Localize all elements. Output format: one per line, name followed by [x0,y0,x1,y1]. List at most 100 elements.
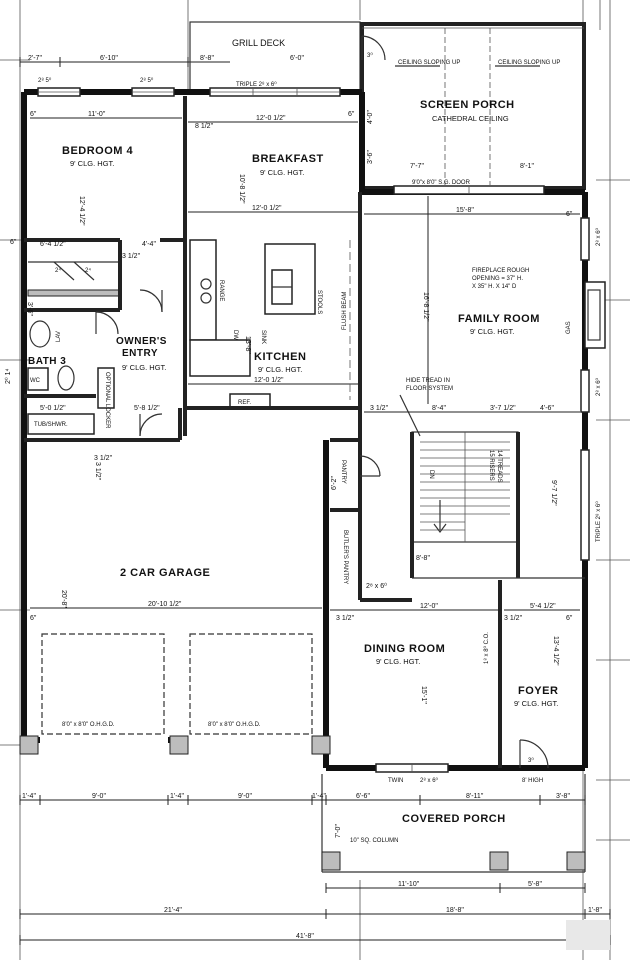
flush-beam-label: FLUSH BEAM [342,292,348,330]
bath-3-label: BATH 3 [28,356,66,367]
dim-6-0-deck: 6'-0" [290,55,304,62]
dim-2-7: 2'-7" [28,55,42,62]
screen-porch-label: SCREEN PORCH [420,99,515,111]
dim-2-1-4: 2⁰ 1⁴ [4,368,12,384]
top-dimensions: 2'-7" 6'-10" 8'-8" 6'-0" 2⁸ 5⁰ 2⁸ 5⁰ [19,55,304,84]
corner-mark [566,920,610,950]
breakfast-label: BREAKFAST [252,153,324,165]
sink-label: SINK [260,330,266,344]
dim-5-0-half: 5'-0 1/2" [40,405,66,412]
column-note: 10" SQ. COLUMN [350,838,398,844]
screen-porch-note: CATHEDRAL CEILING [432,114,509,123]
dim-1-8: 1'-8" [588,907,602,914]
garage-door-1: 8'0" x 8'0" O.H.G.D. [62,722,115,728]
dim-7-0: 7'-0" [335,824,342,838]
svg-text:3 1/2": 3 1/2" [504,615,523,622]
dim-6-10: 6'-10" [100,55,118,62]
garage: 3 1/2" 2 CAR GARAGE 20'-8" 20'-10 1/2" 8… [19,408,331,755]
family-room: 9'0"x 8'0" S.G. DOOR 15'-8" 16'-8 1/2" F… [358,180,606,561]
dim-12-0-half-b: 12'-0 1/2" [252,205,282,212]
dw-label: DW [232,330,238,340]
dining-room: 3 1/2" 12'-0" DINING ROOM 9' CLG. HGT. 1… [330,580,502,784]
foyer-label: FOYER [518,685,558,697]
grill-deck-label: GRILL DECK [232,38,285,48]
svg-text:2⁴: 2⁴ [55,267,61,274]
dim-21-4: 21'-4" [164,907,182,914]
dim-8-8-deck: 8'-8" [200,55,214,62]
dim-3-half-b: 3 1/2" [370,405,389,412]
owners-entry-label-1: OWNER'S [116,336,167,347]
breakfast-ceiling: 9' CLG. HGT. [260,168,304,177]
dim-1-4-a: 1'-4" [22,793,36,800]
dining-room-label: DINING ROOM [364,643,445,655]
svg-text:8'-8": 8'-8" [416,555,430,562]
dim-41-8: 41'-8" [296,933,314,940]
dim-4-6: 4'-6" [540,405,554,412]
dim-3-half-g: 3 1/2" [94,455,113,462]
svg-text:2⁸ 5⁰: 2⁸ 5⁰ [38,77,52,84]
gas-label: GAS [566,321,572,334]
dim-15-8: 15'-8" [456,207,474,214]
dim-5-8: 5'-8" [528,881,542,888]
dim-20-8: 20'-8" [60,590,67,608]
lav-label: LAV [56,331,62,342]
stairs: DN 15 RISERS 14 TREADS 9'-7 1/2" [410,431,585,579]
dim-8-1: 8'-1" [520,163,534,170]
dim-7-7: 7'-7" [410,163,424,170]
triple-window-right: TRIPLE 2⁸ x 6⁰ [595,501,602,542]
dim-12-0-half-a: 12'-0 1/2" [256,115,286,122]
svg-text:2⁴: 2⁴ [85,267,91,274]
svg-text:8 1/2": 8 1/2" [195,123,214,130]
dim-9-0-a: 9'-0" [92,793,106,800]
wc-label: WC [30,378,41,384]
family-room-ceiling: 9' CLG. HGT. [470,327,514,336]
svg-text:6": 6" [30,111,37,118]
bedroom-4-ceiling: 9' CLG. HGT. [70,159,114,168]
svg-text:2⁸ x 6⁰: 2⁸ x 6⁰ [366,582,387,590]
garage-door-2: 8'0" x 8'0" O.H.G.D. [208,722,261,728]
dim-18-8: 18'-8" [446,907,464,914]
svg-text:6": 6" [348,111,355,118]
fireplace-note-3: X 35" H. X 14" D [472,284,517,290]
dim-10-8-half: 10'-8 1/2" [238,174,245,204]
dim-1-4-b: 1'-4" [170,793,184,800]
dim-12-4-half: 12'-4 1/2" [78,196,85,226]
breakfast-kitchen: 8 1/2" 12'-0 1/2" BREAKFAST 9' CLG. HGT.… [183,115,360,436]
hide-tread-1: HIDE TREAD IN [406,378,450,384]
twin-label: TWIN [388,778,403,784]
dim-1-4-c: 1'-4" [312,793,326,800]
ref-label: REF. [238,400,251,406]
dim-3-half-a: 3 1/2" [122,253,141,260]
svg-text:6": 6" [566,211,573,218]
kitchen-label: KITCHEN [254,351,306,363]
covered-porch-label: COVERED PORCH [402,813,506,825]
dim-9-7-half: 9'-7 1/2" [550,480,557,506]
bedroom-4-label: BEDROOM 4 [62,145,134,157]
dim-5-8-half: 5'-8 1/2" [134,405,160,412]
svg-text:3'-6": 3'-6" [367,150,374,164]
bath-owners-entry: LAV BATH 3 WC 2⁰ 1⁴ 5'-0 1/2" TUB/SHWR. … [4,240,167,437]
dim-13-4-half: 13'-4 1/2" [552,636,559,666]
garage-label: 2 CAR GARAGE [120,567,210,579]
sg-door-label: 9'0"x 8'0" S.G. DOOR [412,180,471,186]
dim-20-10-half: 20'-10 1/2" [148,601,182,608]
dim-13-8-k: 13'-8" [244,336,251,354]
dim-3-7-half: 3'-7 1/2" [490,405,516,412]
dim-15-1: 15'-1" [420,686,427,704]
dim-3-6: 3'-6" [26,302,33,316]
dim-6-6: 6'-6" [356,793,370,800]
fireplace-note-1: FIREPLACE ROUGH [472,268,529,274]
pantry-label: PANTRY [340,460,346,484]
dim-12-0: 12'-0" [420,603,438,610]
optional-locker-label: OPTIONAL LOCKER [104,372,110,429]
stairs-down-label: DN [428,470,434,479]
front-door-label: 2⁸ x 6⁰ [420,777,439,784]
dim-12-0-half-c: 12'-0 1/2" [254,377,284,384]
dim-8-11: 8'-11" [466,793,484,800]
ceiling-slope-right: CEILING SLOPING UP [498,60,560,66]
dim-6-2: 6'-2" [331,476,338,490]
dim-11-0: 11'-0" [88,111,106,118]
stair-treads [420,441,510,531]
dim-4-0: 4'-0" [367,110,374,124]
